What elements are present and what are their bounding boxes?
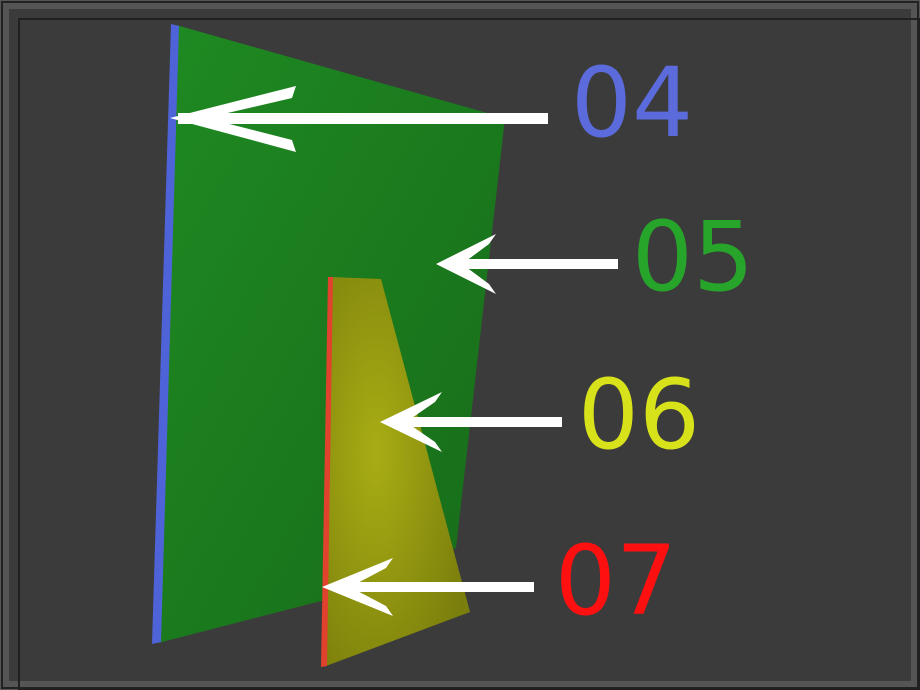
label-07: 07 xyxy=(555,525,677,637)
label-04: 04 xyxy=(571,47,693,159)
label-05: 05 xyxy=(632,201,754,313)
yellow-panel xyxy=(326,277,470,666)
blue-edge xyxy=(152,24,179,644)
viewport-inner-border xyxy=(18,18,920,690)
arrow-04 xyxy=(170,86,548,152)
arrow-07 xyxy=(322,558,534,616)
label-06: 06 xyxy=(578,359,700,471)
arrow-06 xyxy=(380,392,562,452)
red-edge xyxy=(321,277,333,667)
arrow-05 xyxy=(436,234,618,294)
